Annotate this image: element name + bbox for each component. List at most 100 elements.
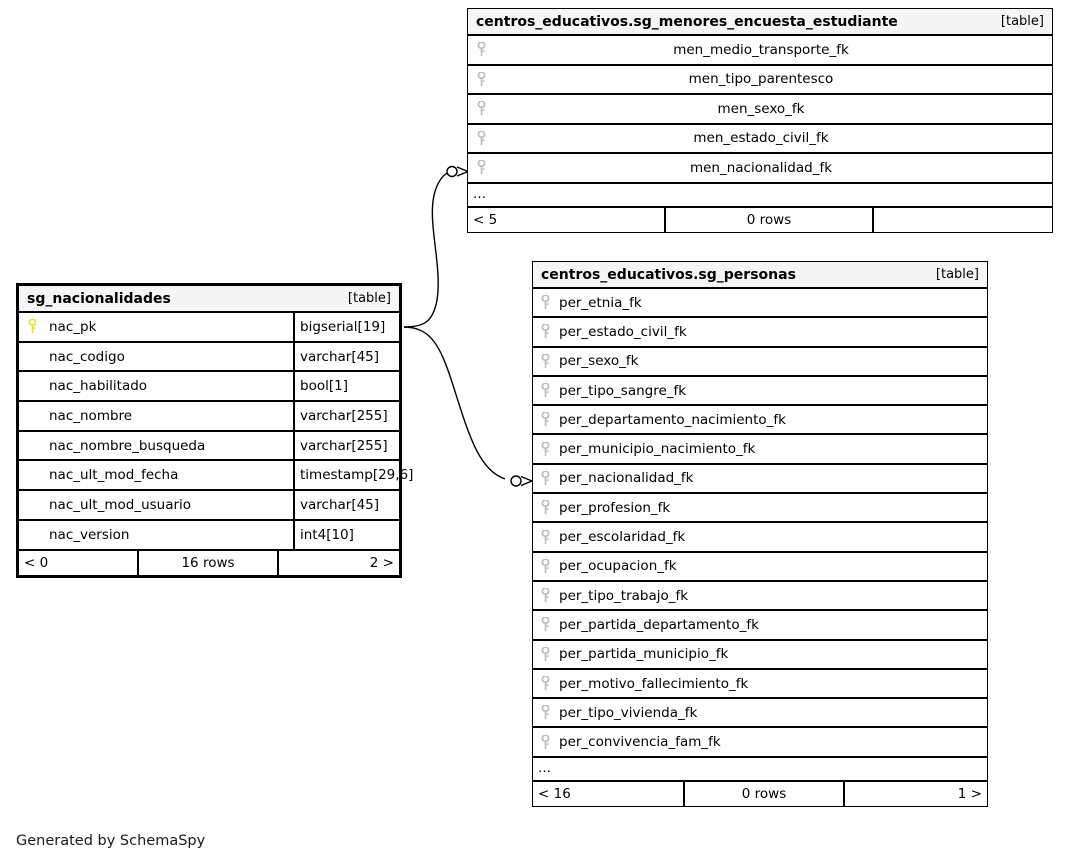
table-title: sg_nacionalidades <box>27 290 171 307</box>
foreign-key-icon <box>533 318 557 345</box>
footer-prev-degree[interactable]: < 5 <box>473 211 498 228</box>
column-type: int4[10] <box>293 520 399 549</box>
column-name: per_partida_departamento_fk <box>559 616 759 633</box>
column-name: nac_ult_mod_usuario <box>49 496 192 513</box>
primary-key-icon <box>19 313 45 341</box>
table-row[interactable]: per_partida_municipio_fk <box>533 641 987 670</box>
table-row[interactable]: nac_version int4[10] <box>19 520 399 551</box>
relationship-nacionalidades-to-personas <box>403 326 533 487</box>
table-row[interactable]: per_profesion_fk <box>533 494 987 524</box>
table-row[interactable]: nac_nombre_busqueda varchar[255] <box>19 431 399 462</box>
column-type: varchar[255] <box>293 431 399 460</box>
column-name: per_motivo_fallecimiento_fk <box>559 675 749 692</box>
no-key-spacer <box>19 461 45 489</box>
column-name: per_escolaridad_fk <box>559 529 686 546</box>
table-row[interactable]: per_partida_departamento_fk <box>533 611 987 641</box>
table-row[interactable]: per_motivo_fallecimiento_fk <box>533 670 987 700</box>
table-row[interactable]: nac_ult_mod_usuario varchar[45] <box>19 491 399 521</box>
table-row[interactable]: men_tipo_parentesco <box>468 66 1052 95</box>
table-row[interactable]: per_tipo_sangre_fk <box>533 377 987 407</box>
column-name: per_sexo_fk <box>559 353 639 370</box>
footer-prev-degree[interactable]: < 0 <box>24 554 49 571</box>
table-title: centros_educativos.sg_personas <box>541 266 796 283</box>
foreign-key-icon <box>533 670 557 697</box>
column-type: varchar[45] <box>293 491 399 519</box>
foreign-key-icon <box>533 377 557 404</box>
table-title: centros_educativos.sg_menores_encuesta_e… <box>476 13 898 30</box>
foreign-key-icon <box>533 289 557 316</box>
table-row[interactable]: per_convivencia_fam_fk <box>533 728 987 758</box>
table-box-sg-personas[interactable]: centros_educativos.sg_personas [table] per… <box>532 261 988 807</box>
column-name: per_departamento_nacimiento_fk <box>559 411 786 428</box>
table-row[interactable]: per_escolaridad_fk <box>533 523 987 553</box>
column-name: nac_nombre <box>49 407 133 424</box>
table-header: sg_nacionalidades[table] <box>19 286 399 313</box>
foreign-key-icon <box>468 66 494 94</box>
table-row[interactable]: per_tipo_vivienda_fk <box>533 699 987 729</box>
column-name: nac_version <box>49 526 130 543</box>
footer-next-degree[interactable]: 1 > <box>957 785 982 802</box>
foreign-key-icon <box>533 553 557 580</box>
table-row[interactable]: per_nacionalidad_fk <box>533 465 987 495</box>
foreign-key-icon <box>533 641 557 668</box>
foreign-key-icon <box>533 348 557 375</box>
foreign-key-icon <box>533 699 557 726</box>
crowsfoot-zero-circle <box>446 165 458 178</box>
column-type: varchar[45] <box>293 342 399 371</box>
column-name: men_medio_transporte_fk <box>673 41 849 58</box>
column-name: per_nacionalidad_fk <box>559 470 694 487</box>
column-name: per_tipo_vivienda_fk <box>559 704 698 721</box>
column-name: nac_nombre_busqueda <box>49 437 206 454</box>
table-header: centros_educativos.sg_personas [table] <box>533 262 987 289</box>
table-row[interactable]: per_estado_civil_fk <box>533 318 987 348</box>
foreign-key-icon <box>533 611 557 638</box>
table-row[interactable]: men_medio_transporte_fk <box>468 36 1052 66</box>
table-box-sg-menores-encuesta-estudiante[interactable]: centros_educativos.sg_menores_encuesta_e… <box>467 8 1053 233</box>
foreign-key-icon <box>533 523 557 550</box>
footer-next-degree[interactable]: 2 > <box>369 554 394 571</box>
crowsfoot-zero-circle <box>510 475 522 487</box>
column-name: per_ocupacion_fk <box>559 558 677 575</box>
table-row[interactable]: men_estado_civil_fk <box>468 125 1052 154</box>
foreign-key-icon <box>533 435 557 462</box>
column-name: per_etnia_fk <box>559 294 642 311</box>
no-key-spacer <box>19 343 45 371</box>
footer-next-degree[interactable] <box>874 208 1052 232</box>
column-name: men_nacionalidad_fk <box>689 159 833 176</box>
table-row[interactable]: per_etnia_fk <box>533 289 987 319</box>
table-row[interactable]: per_sexo_fk <box>533 348 987 377</box>
column-name: per_tipo_sangre_fk <box>559 382 687 399</box>
table-row[interactable]: per_departamento_nacimiento_fk <box>533 406 987 436</box>
table-header: centros_educativos.sg_menores_encuesta_e… <box>468 9 1052 36</box>
footer-prev-degree[interactable]: < 16 <box>538 785 571 802</box>
table-row[interactable]: men_sexo_fk <box>468 95 1052 125</box>
table-type-tag: [table] <box>1000 14 1044 29</box>
foreign-key-icon <box>533 582 557 609</box>
no-key-spacer <box>19 521 45 549</box>
no-key-spacer <box>19 402 45 430</box>
no-key-spacer <box>19 491 45 519</box>
table-row[interactable]: men_nacionalidad_fk <box>468 154 1052 184</box>
table-row[interactable]: per_tipo_trabajo_fk <box>533 582 987 612</box>
column-name: men_tipo_parentesco <box>688 71 834 88</box>
column-name: nac_habilitado <box>49 378 148 395</box>
table-row[interactable]: per_ocupacion_fk <box>533 553 987 582</box>
table-row[interactable]: per_municipio_nacimiento_fk <box>533 435 987 465</box>
crowsfoot-many-arrow <box>520 475 533 487</box>
column-type: varchar[255] <box>293 402 399 430</box>
column-type: bigserial[19] <box>293 313 399 341</box>
table-type-tag: [table] <box>935 267 979 282</box>
more-columns-indicator: … <box>468 184 1052 208</box>
generated-by-caption: Generated by SchemaSpy <box>16 833 206 849</box>
footer-row-count: 0 rows <box>664 207 874 232</box>
no-key-spacer <box>19 432 45 460</box>
foreign-key-icon <box>468 36 494 64</box>
table-row[interactable]: nac_nombre varchar[255] <box>19 402 399 432</box>
